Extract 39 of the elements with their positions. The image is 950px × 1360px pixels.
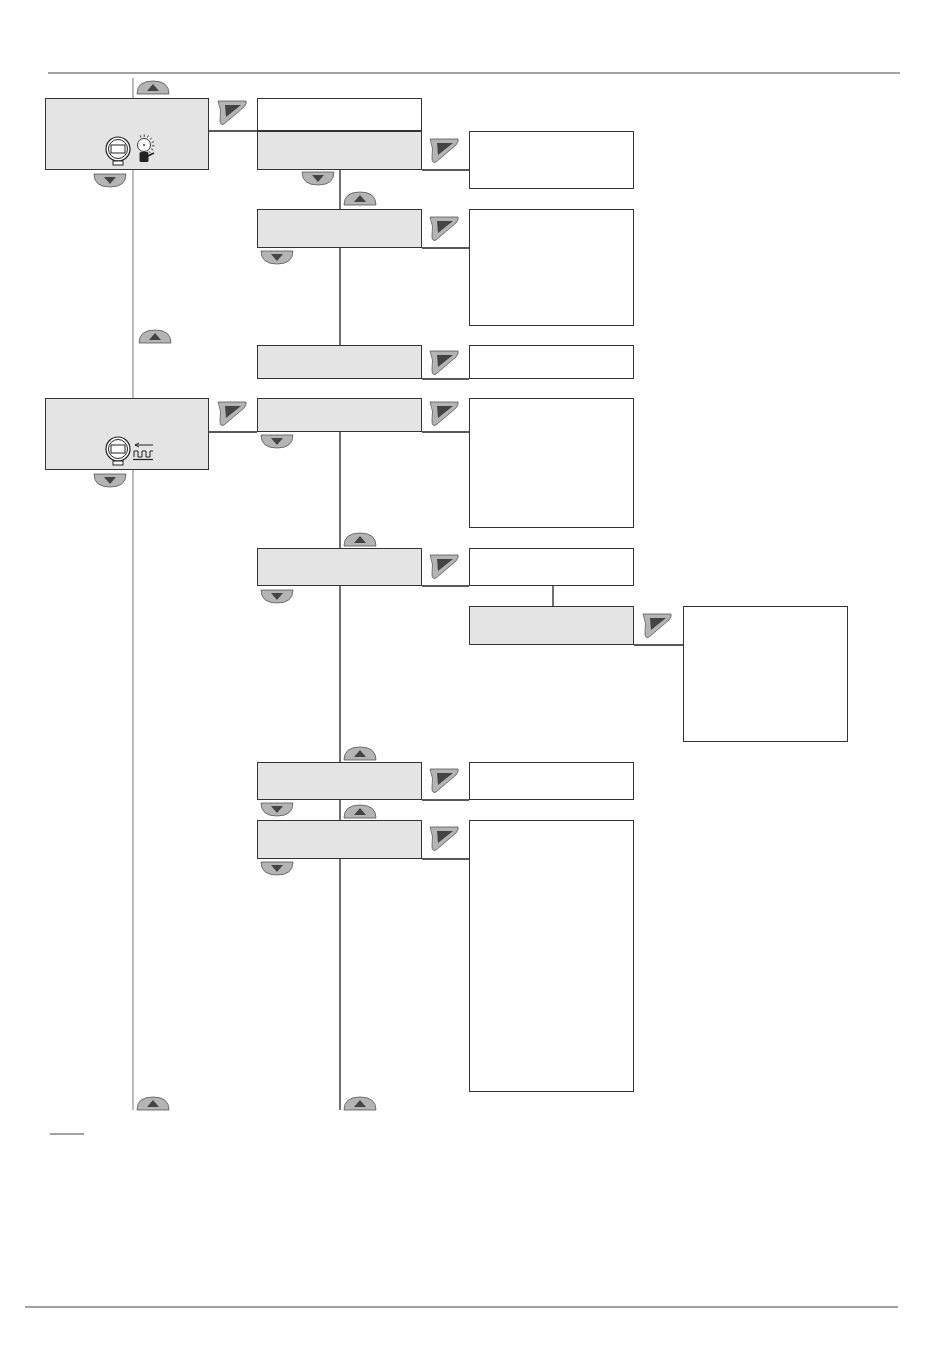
connector-line xyxy=(339,169,341,210)
connector-line xyxy=(633,644,684,646)
menu-box xyxy=(469,131,634,189)
menu-box xyxy=(257,548,422,586)
menu-box xyxy=(257,131,422,170)
menu-box xyxy=(257,398,422,432)
connector-line xyxy=(132,469,134,1111)
connector-line xyxy=(421,858,470,860)
connector-line xyxy=(339,799,341,821)
menu-box xyxy=(257,345,422,379)
connector-line xyxy=(421,169,470,171)
menu-box xyxy=(469,345,634,379)
connector-line xyxy=(421,799,470,801)
connector-line xyxy=(421,378,470,380)
connector-line xyxy=(339,858,341,1111)
connector-line xyxy=(421,585,470,587)
connector-line xyxy=(208,130,258,132)
menu-box xyxy=(469,398,634,528)
connector-line xyxy=(132,169,134,399)
menu-box xyxy=(469,209,634,326)
menu-box xyxy=(257,209,422,248)
menu-box xyxy=(469,606,634,645)
connector-line xyxy=(339,247,341,346)
menu-box xyxy=(469,548,634,586)
menu-box xyxy=(45,398,209,470)
menu-box xyxy=(257,98,422,131)
connector-line xyxy=(421,247,470,249)
connector-line xyxy=(339,585,341,763)
connector-line xyxy=(421,431,470,433)
menu-box xyxy=(45,98,209,170)
connector-line xyxy=(208,431,258,433)
menu-box xyxy=(257,820,422,859)
menu-box xyxy=(469,762,634,800)
menu-box xyxy=(469,820,634,1092)
connector-line xyxy=(132,77,134,99)
menu-box xyxy=(257,762,422,800)
menu-box xyxy=(683,606,848,742)
connector-line xyxy=(339,431,341,549)
connector-line xyxy=(552,585,554,607)
